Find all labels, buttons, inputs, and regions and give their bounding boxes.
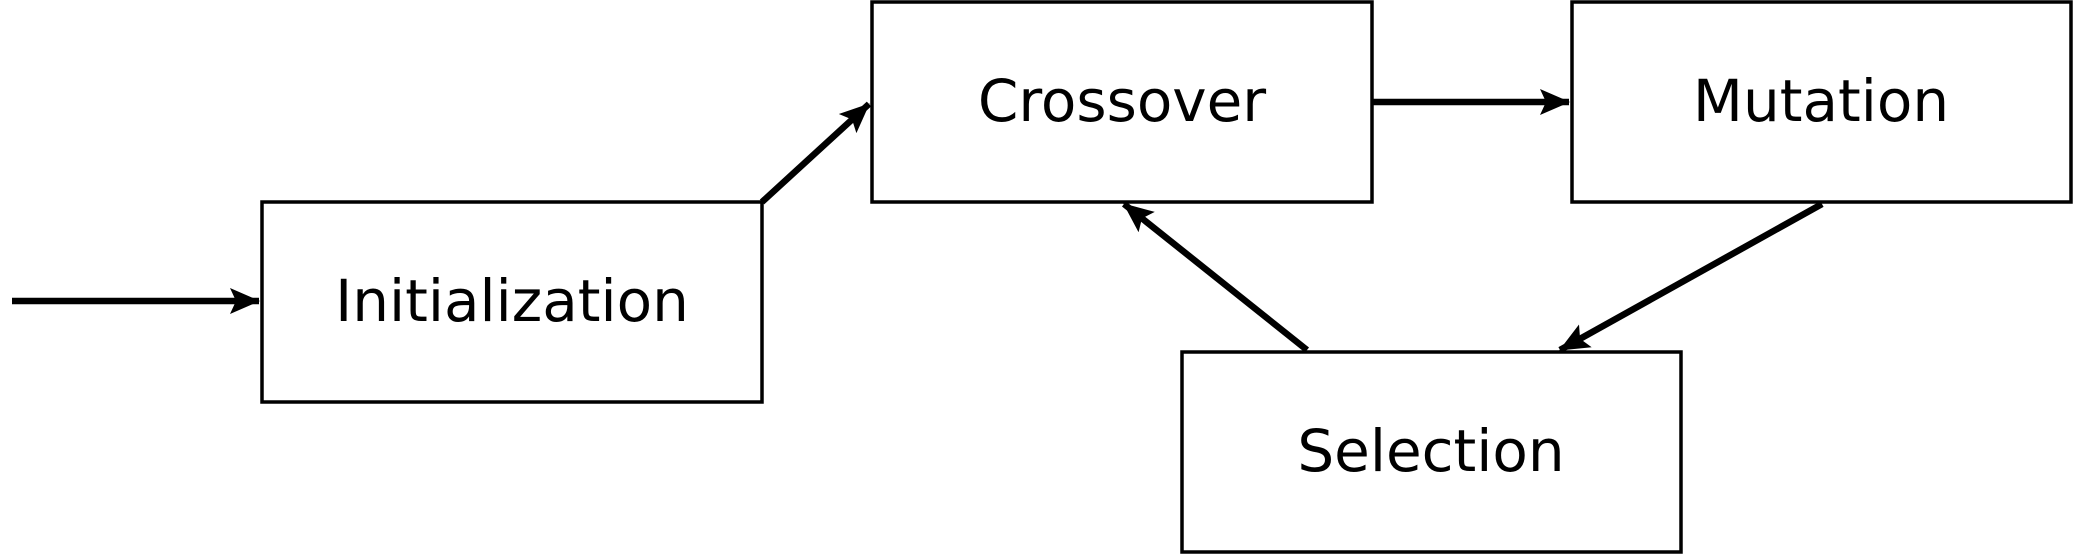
edge-selection-to-crossover: [1121, 201, 1310, 353]
node-mutation-label: Mutation: [1693, 67, 1949, 135]
node-initialization: Initialization: [260, 200, 764, 404]
edge-mutation-to-selection: [1558, 201, 1824, 353]
node-initialization-label: Initialization: [335, 267, 689, 335]
node-selection-label: Selection: [1297, 417, 1564, 485]
edge-initialization-to-crossover: [759, 101, 872, 205]
node-crossover-label: Crossover: [978, 67, 1266, 135]
node-crossover: Crossover: [870, 0, 1374, 204]
node-mutation: Mutation: [1570, 0, 2073, 204]
node-selection: Selection: [1180, 350, 1683, 554]
